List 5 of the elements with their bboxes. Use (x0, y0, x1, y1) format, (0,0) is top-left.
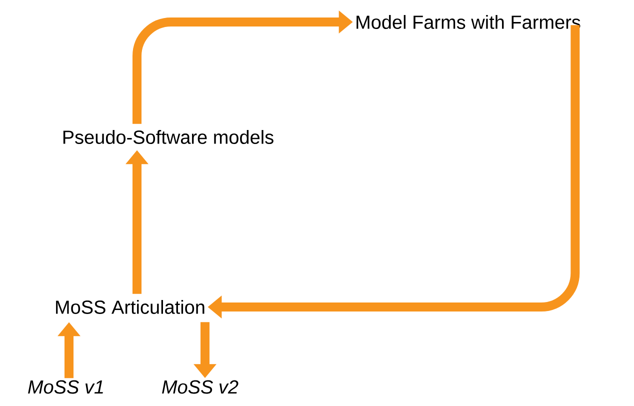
text-label: MoSS Articulation (56, 300, 204, 314)
text-label: Pseudo-Software models (63, 130, 274, 144)
text-label: MoSS v2 (162, 380, 238, 394)
text-label: Model Farms with Farmers (356, 15, 580, 29)
text-label: MoSS v1 (28, 380, 103, 394)
